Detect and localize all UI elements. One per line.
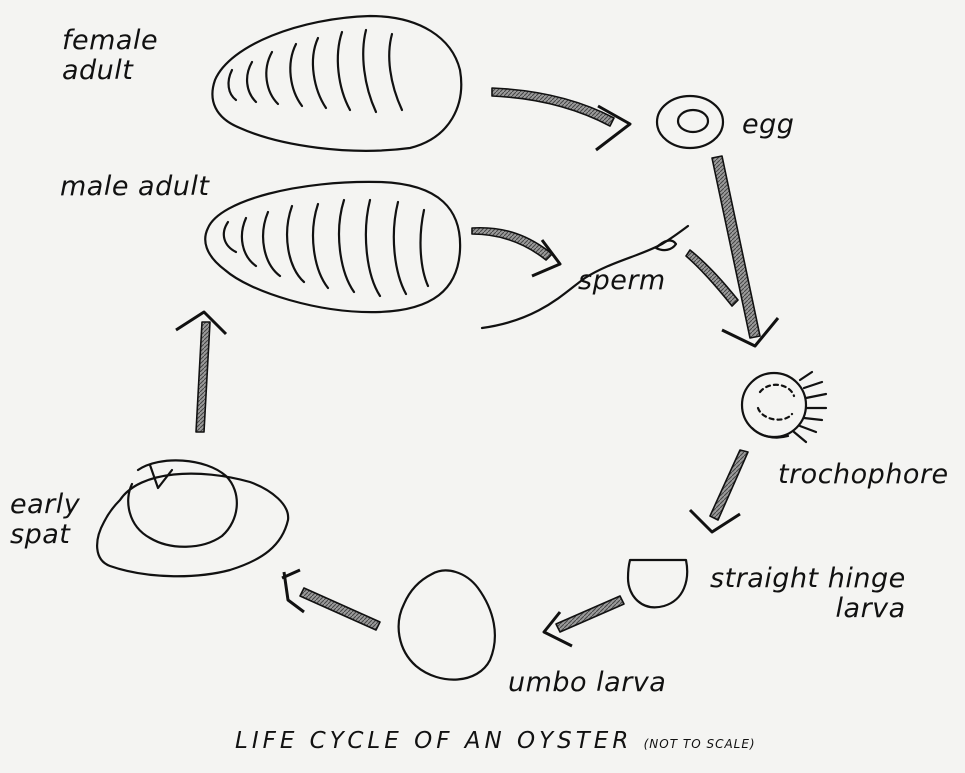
egg-label: egg <box>742 110 794 140</box>
female-adult-label: female adult <box>62 26 158 85</box>
arrow-sperm-to-trochophore <box>686 250 738 306</box>
arrow-female-to-egg <box>492 88 630 150</box>
arrow-hinge-to-umbo <box>544 596 624 646</box>
arrow-male-to-sperm <box>472 228 560 276</box>
egg-cell <box>657 96 723 148</box>
trochophore-larva <box>742 372 826 442</box>
straight-hinge-larva <box>628 560 687 607</box>
female-adult-oyster <box>212 16 461 151</box>
early-spat <box>97 460 288 576</box>
early-spat-label: early spat <box>10 490 80 549</box>
sperm-label: sperm <box>578 266 666 296</box>
diagram-caption: LIFE CYCLE OF AN OYSTER (NOT TO SCALE) <box>235 728 756 754</box>
caption-note: (NOT TO SCALE) <box>644 737 756 751</box>
umbo-larva-label: umbo larva <box>508 668 666 698</box>
trochophore-label: trochophore <box>778 460 949 490</box>
male-adult-label: male adult <box>60 172 209 202</box>
umbo-larva <box>399 570 495 679</box>
arrow-umbo-to-spat <box>282 570 380 630</box>
arrow-spat-to-male <box>176 312 226 432</box>
caption-title: LIFE CYCLE OF AN OYSTER <box>235 728 632 754</box>
male-adult-oyster <box>205 182 460 312</box>
arrow-trochophore-to-hinge <box>690 450 748 532</box>
straight-hinge-larva-label: straight hinge larva <box>710 564 906 623</box>
arrow-egg-to-trochophore <box>712 156 778 346</box>
